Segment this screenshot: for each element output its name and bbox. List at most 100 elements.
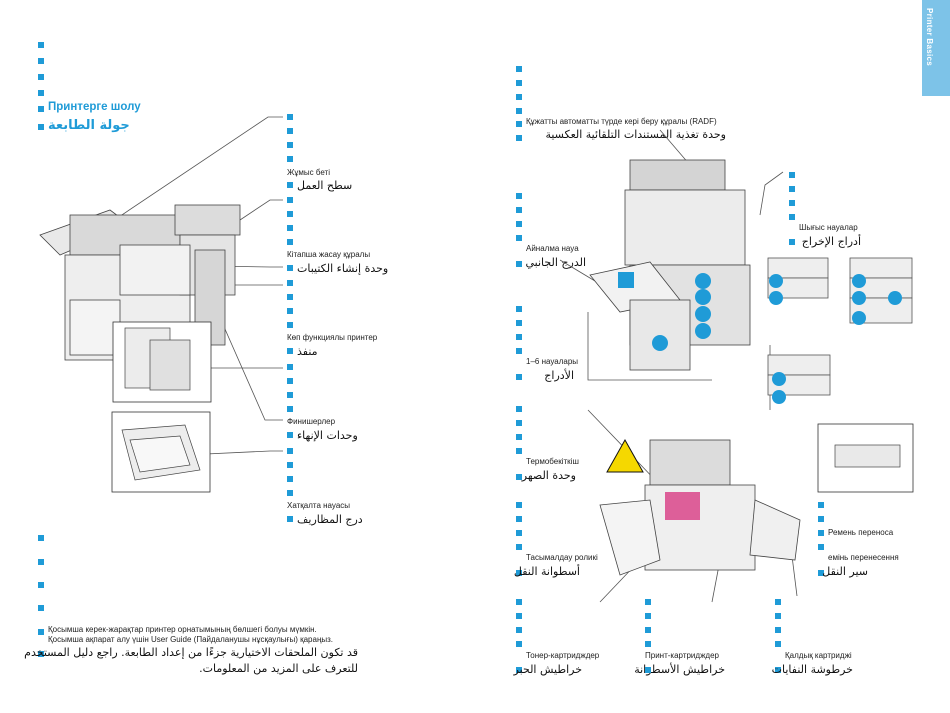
callout-finishers-kz: Финишерлер [287, 417, 336, 426]
fuser-kz: Термобекіткіш [526, 457, 579, 466]
toner-ar: خراطيش الحبر [513, 663, 582, 676]
trays-ar: الأدراج [544, 369, 574, 382]
bullet [516, 135, 522, 141]
callout-mfp-ar: منفذ [297, 345, 318, 358]
bullet [516, 221, 522, 227]
radf-ar: وحدة تغذية المستندات التلقائية العكسية [545, 128, 726, 141]
bullet [516, 374, 522, 380]
bullet [789, 214, 795, 220]
bullet [818, 516, 824, 522]
bullet [287, 294, 293, 300]
bullet [516, 207, 522, 213]
bullet [516, 613, 522, 619]
bullet [789, 239, 795, 245]
bullet [516, 641, 522, 647]
callout-envelope-kz: Хатқалта науасы [287, 501, 351, 510]
bullet [287, 406, 293, 412]
bullet [516, 320, 522, 326]
section-title-kz: Принтерге шолу [48, 101, 141, 113]
callout-mfp-kz: Көп функциялы принтер [287, 333, 378, 342]
bullet [287, 182, 293, 188]
bullet [516, 434, 522, 440]
bullet [287, 448, 293, 454]
bullet [789, 200, 795, 206]
bullet [287, 280, 293, 286]
bullet [38, 42, 44, 48]
bullet [516, 420, 522, 426]
bullet [516, 235, 522, 241]
bullet [645, 641, 651, 647]
bullet [516, 530, 522, 536]
bullet [818, 544, 824, 550]
bullet [516, 348, 522, 354]
bullet [789, 172, 795, 178]
bullet [516, 108, 522, 114]
bullet [516, 570, 522, 576]
bullet [287, 364, 293, 370]
bullet [287, 142, 293, 148]
bullet [38, 124, 44, 130]
bullet [38, 651, 44, 657]
bullet [516, 80, 522, 86]
belt-ru-1: Ремень переноса [828, 528, 894, 537]
bullet [287, 239, 293, 245]
bullet [516, 121, 522, 127]
bullet [516, 94, 522, 100]
bullet [38, 58, 44, 64]
printer-basics-tab: Printer Basics [922, 0, 950, 96]
note-kz-2: Қосымша ақпарат алу үшін User Guide (Пай… [48, 635, 334, 644]
bullet [516, 261, 522, 267]
callout-envelope-ar: درج المظاريف [297, 513, 363, 526]
callout-worksurface-ar: سطح العمل [297, 179, 353, 192]
bullet [516, 193, 522, 199]
callout-booklet-ar: وحدة إنشاء الكتيبات [297, 262, 389, 275]
bypass-ar: الدرج الجانبي [525, 256, 587, 269]
bullet [775, 613, 781, 619]
bullet [775, 599, 781, 605]
bullet [287, 322, 293, 328]
bullet [775, 627, 781, 633]
toner-kz: Тонер-картридждер [526, 651, 600, 660]
transfer-roller-kz: Тасымалдау роликі [526, 553, 598, 562]
callout-booklet-kz: Кітапша жасау құралы [287, 250, 371, 259]
bullet [287, 265, 293, 271]
bullet [287, 348, 293, 354]
bullet [516, 627, 522, 633]
bullet [516, 502, 522, 508]
bullet [645, 627, 651, 633]
waste-ar: خرطوشة النفايات [771, 663, 853, 676]
bullet [645, 599, 651, 605]
bullet [287, 156, 293, 162]
bullet [287, 225, 293, 231]
output-ar: أدراج الإخراج [801, 235, 861, 248]
drum-kz: Принт-картридждер [645, 651, 719, 660]
bullet [38, 605, 44, 611]
bullet [287, 490, 293, 496]
bullet [38, 535, 44, 541]
bullet [38, 106, 44, 112]
callout-worksurface-kz: Жұмыс беті [287, 168, 330, 177]
output-kz: Шығыс науалар [799, 223, 858, 232]
bullet [287, 392, 293, 398]
bullet [38, 582, 44, 588]
bullet [287, 211, 293, 217]
bullet [38, 559, 44, 565]
bypass-kz: Айналма науа [526, 244, 579, 253]
bullet [818, 502, 824, 508]
bullet [516, 406, 522, 412]
bullet [287, 128, 293, 134]
bullet [516, 544, 522, 550]
bullet [287, 378, 293, 384]
bullet [789, 186, 795, 192]
bullet [516, 599, 522, 605]
drum-ar: خراطيش الأسطوانة [634, 663, 725, 676]
bullet [516, 66, 522, 72]
bullet [516, 448, 522, 454]
bullet [516, 667, 522, 673]
bullet [287, 432, 293, 438]
bullet [645, 613, 651, 619]
bullet [38, 74, 44, 80]
bullet [287, 308, 293, 314]
